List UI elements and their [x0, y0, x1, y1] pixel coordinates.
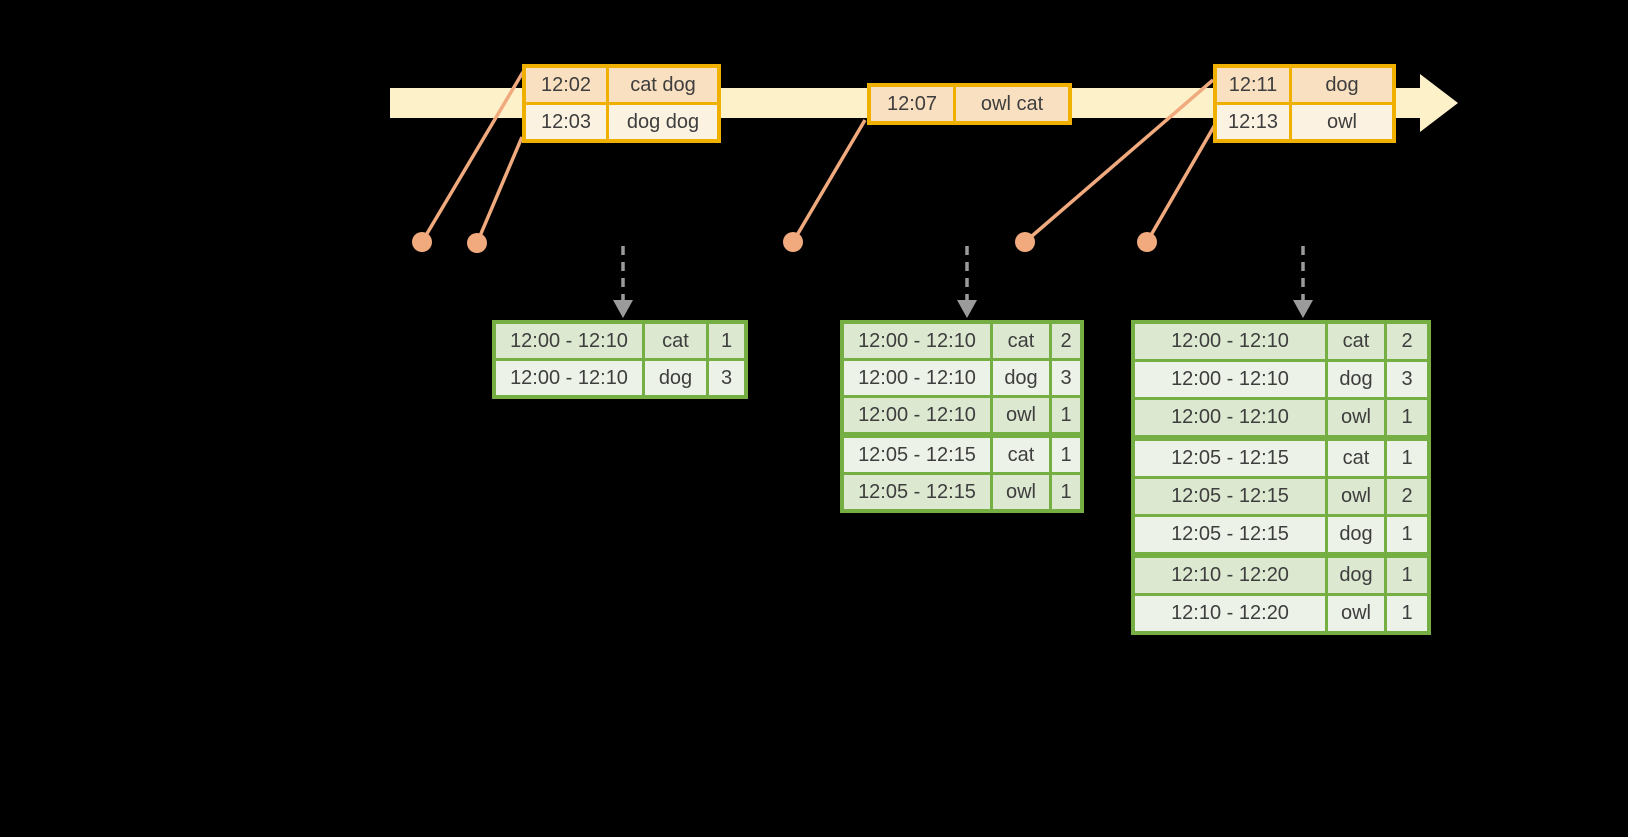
word-cell: cat [1328, 324, 1384, 359]
count-cell: 3 [1052, 361, 1080, 395]
event-words-cell: dog dog [609, 105, 717, 139]
word-cell: dog [1328, 362, 1384, 397]
event-connector-line [475, 136, 524, 244]
window-cell: 12:05 - 12:15 [844, 438, 990, 472]
event-connector-line [1023, 78, 1215, 244]
window-cell: 12:00 - 12:10 [844, 398, 990, 432]
window-cell: 12:05 - 12:15 [1135, 479, 1325, 514]
word-cell: cat [993, 324, 1049, 358]
event-time-cell: 12:07 [871, 87, 953, 121]
down-arrowhead-icon [613, 300, 633, 318]
event-words-cell: cat dog [609, 68, 717, 102]
count-cell: 2 [1052, 324, 1080, 358]
window-cell: 12:10 - 12:20 [1135, 596, 1325, 631]
word-cell: cat [993, 438, 1049, 472]
dot-icon [1015, 232, 1035, 252]
count-cell: 1 [1052, 438, 1080, 472]
event-words-cell: dog [1292, 68, 1392, 102]
window-cell: 12:05 - 12:15 [1135, 441, 1325, 476]
window-cell: 12:10 - 12:20 [1135, 558, 1325, 593]
count-cell: 1 [1387, 558, 1427, 593]
event-time-cell: 12:03 [526, 105, 606, 139]
event-time-cell: 12:02 [526, 68, 606, 102]
word-cell: owl [1328, 479, 1384, 514]
dot-icon [467, 233, 487, 253]
word-cell: owl [1328, 400, 1384, 435]
right-arrow-icon [1420, 74, 1458, 132]
count-cell: 1 [1387, 517, 1427, 552]
dot-icon [412, 232, 432, 252]
word-cell: cat [1328, 441, 1384, 476]
count-cell: 1 [709, 324, 744, 358]
down-arrowhead-icon [957, 300, 977, 318]
window-cell: 12:00 - 12:10 [496, 324, 642, 358]
word-cell: cat [645, 324, 706, 358]
window-cell: 12:00 - 12:10 [1135, 362, 1325, 397]
event-connector-line [420, 71, 525, 243]
window-cell: 12:05 - 12:15 [844, 475, 990, 509]
count-cell: 3 [709, 361, 744, 395]
window-cell: 12:05 - 12:15 [1135, 517, 1325, 552]
window-cell: 12:00 - 12:10 [1135, 324, 1325, 359]
word-cell: dog [1328, 517, 1384, 552]
event-words-cell: owl [1292, 105, 1392, 139]
window-cell: 12:00 - 12:10 [496, 361, 642, 395]
count-cell: 3 [1387, 362, 1427, 397]
count-cell: 2 [1387, 479, 1427, 514]
window-cell: 12:00 - 12:10 [844, 361, 990, 395]
event-connector-line [791, 119, 867, 243]
count-cell: 1 [1387, 596, 1427, 631]
event-words-cell: owl cat [956, 87, 1068, 121]
down-arrowhead-icon [1293, 300, 1313, 318]
count-cell: 1 [1052, 475, 1080, 509]
window-cell: 12:00 - 12:10 [1135, 400, 1325, 435]
word-cell: owl [993, 398, 1049, 432]
word-cell: dog [1328, 558, 1384, 593]
event-time-cell: 12:13 [1217, 105, 1289, 139]
count-cell: 1 [1052, 398, 1080, 432]
window-cell: 12:00 - 12:10 [844, 324, 990, 358]
word-cell: owl [993, 475, 1049, 509]
dot-icon [783, 232, 803, 252]
word-cell: dog [993, 361, 1049, 395]
count-cell: 2 [1387, 324, 1427, 359]
dot-icon [1137, 232, 1157, 252]
event-time-cell: 12:11 [1217, 68, 1289, 102]
event-connector-line [1145, 122, 1218, 243]
word-cell: dog [645, 361, 706, 395]
count-cell: 1 [1387, 441, 1427, 476]
count-cell: 1 [1387, 400, 1427, 435]
word-cell: owl [1328, 596, 1384, 631]
